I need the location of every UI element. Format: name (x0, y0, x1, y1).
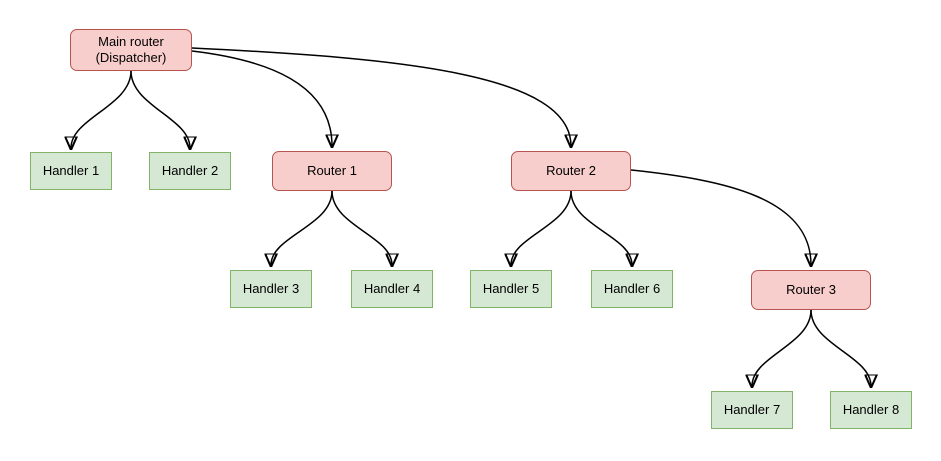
node-handler-7: Handler 7 (711, 391, 793, 429)
node-handler-8: Handler 8 (830, 391, 912, 429)
edge-router2-router3 (630, 169, 811, 265)
node-router-3: Router 3 (751, 270, 871, 310)
node-handler-4: Handler 4 (351, 270, 433, 308)
node-router-1: Router 1 (272, 151, 392, 191)
edge-main-handler1 (71, 70, 132, 148)
node-handler-6: Handler 6 (591, 270, 673, 308)
edge-router2-handler6 (570, 190, 632, 265)
edge-main-router2 (191, 47, 571, 146)
edge-router3-handler7 (752, 309, 812, 386)
edge-router1-handler3 (271, 190, 333, 265)
edge-router2-handler5 (511, 190, 572, 265)
node-handler-1: Handler 1 (30, 152, 112, 190)
edge-main-handler2 (130, 70, 190, 148)
edge-router1-handler4 (331, 190, 392, 265)
node-handler-3: Handler 3 (230, 270, 312, 308)
edge-router3-handler8 (810, 309, 871, 386)
node-router-2: Router 2 (511, 151, 631, 191)
node-handler-2: Handler 2 (149, 152, 231, 190)
node-handler-5: Handler 5 (470, 270, 552, 308)
node-main-router: Main router (Dispatcher) (70, 29, 192, 71)
edge-main-router1 (191, 50, 332, 146)
